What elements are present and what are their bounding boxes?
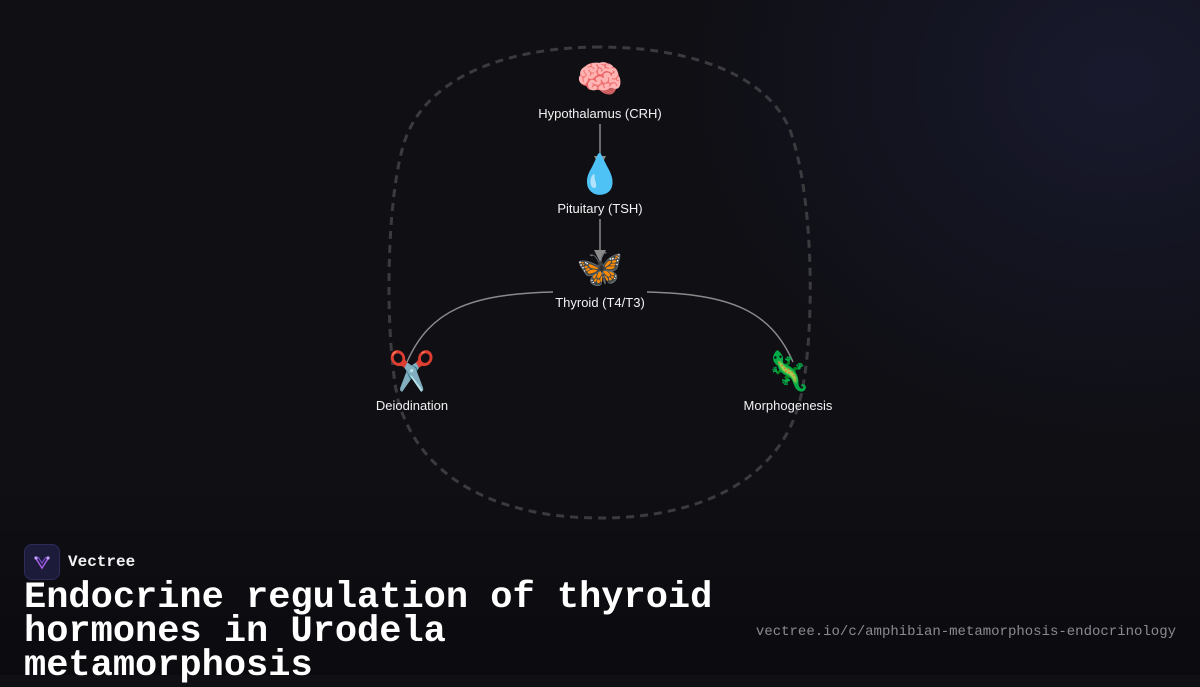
brand-name: Vectree <box>68 553 136 571</box>
page-title: Endocrine regulation of thyroid hormones… <box>24 577 713 687</box>
edge-thyroid-morphogenesis <box>646 291 794 363</box>
node-hypothalamus: 🧠 Hypothalamus (CRH) <box>510 56 690 121</box>
node-label: Deiodination <box>375 398 449 413</box>
source-url[interactable]: vectree.io/c/amphibian-metamorphosis-end… <box>755 624 1176 640</box>
node-label: Hypothalamus (CRH) <box>538 106 662 121</box>
node-label: Thyroid (T4/T3) <box>555 295 645 310</box>
brain-icon: 🧠 <box>576 57 624 101</box>
lizard-icon: 🦎 <box>764 349 812 393</box>
node-label: Pituitary (TSH) <box>557 201 643 216</box>
node-pituitary: 💧 Pituitary (TSH) <box>510 151 690 216</box>
vectree-logo-icon <box>24 544 60 580</box>
droplet-icon: 💧 <box>576 152 624 196</box>
scissors-icon: ✂️ <box>388 349 436 393</box>
node-morphogenesis: 🦎 Morphogenesis <box>698 348 878 413</box>
node-label: Morphogenesis <box>743 398 833 413</box>
node-deiodination: ✂️ Deiodination <box>322 348 502 413</box>
node-thyroid: 🦋 Thyroid (T4/T3) <box>510 245 690 310</box>
edge-thyroid-deiodination <box>406 291 554 363</box>
feedback-loop <box>387 45 812 520</box>
butterfly-icon: 🦋 <box>576 246 624 290</box>
brand: Vectree <box>24 544 135 580</box>
